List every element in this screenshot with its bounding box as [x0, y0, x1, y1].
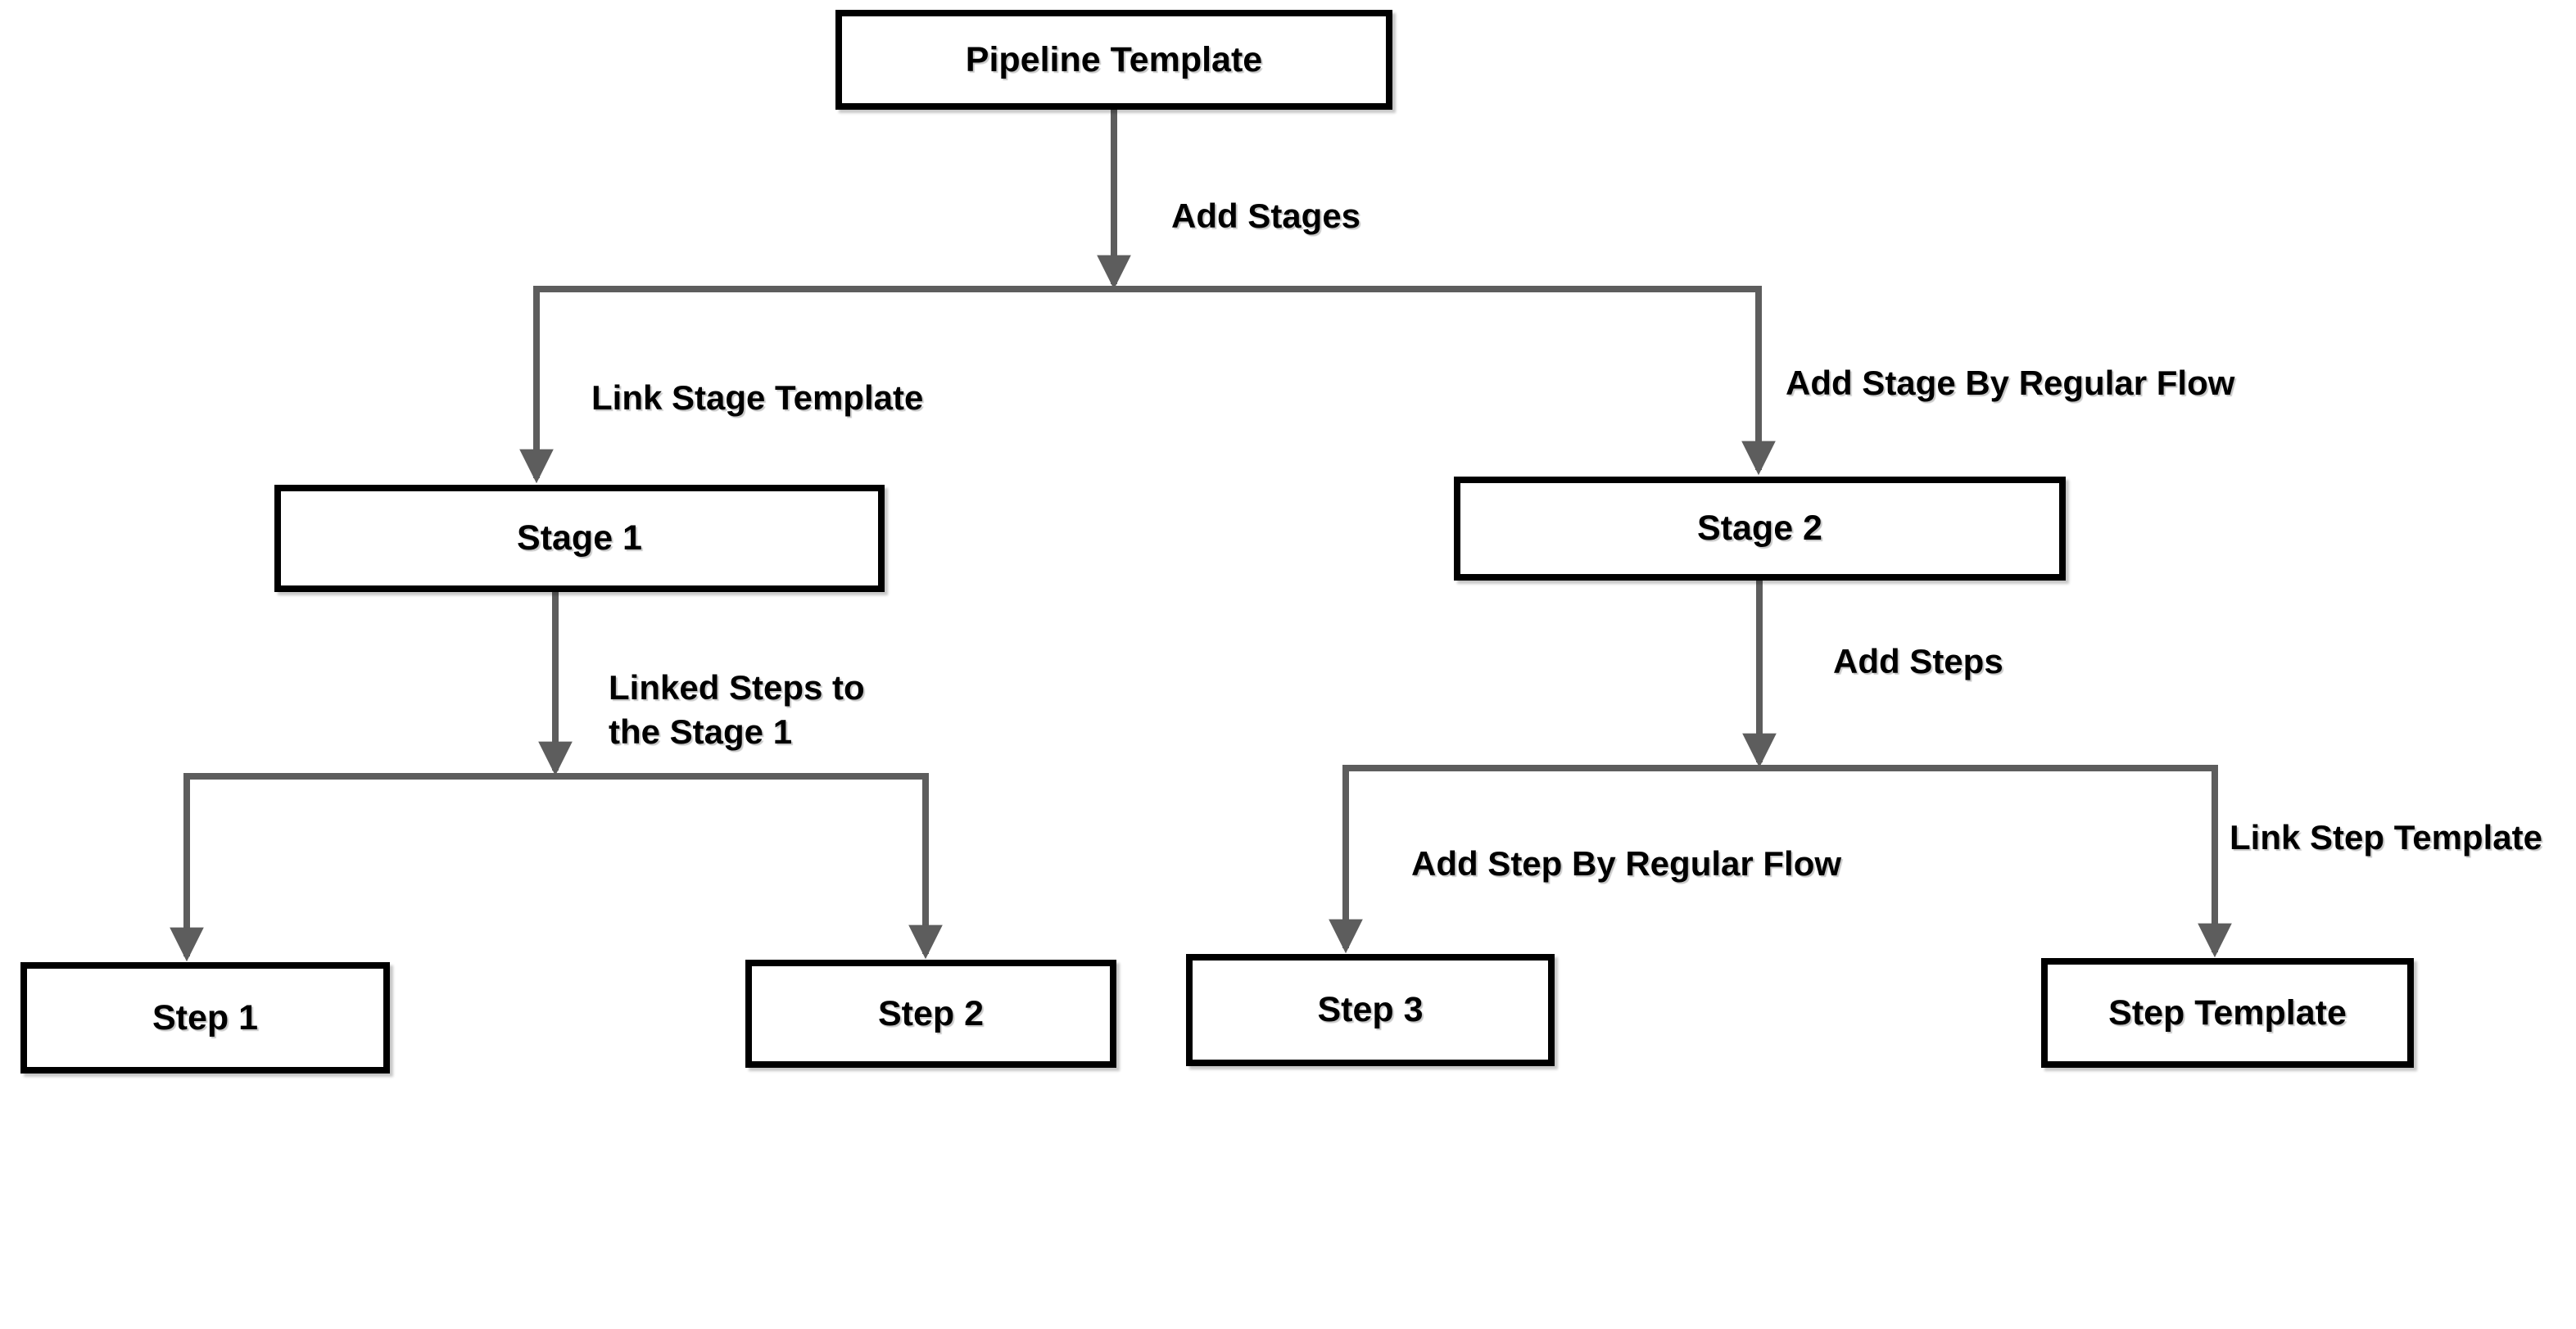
- edge-label-link-step-template: Link Step Template: [2230, 818, 2542, 857]
- node-stage-2-label: Stage 2: [1697, 509, 1822, 548]
- node-step-1-label: Step 1: [152, 997, 259, 1037]
- node-pipeline-template: Pipeline Template: [835, 10, 1392, 110]
- edge-junction-to-step-template: [1759, 765, 2232, 958]
- node-step-3-label: Step 3: [1317, 990, 1424, 1029]
- edge-label-link-stage-template: Link Stage Template: [591, 378, 924, 417]
- node-step-2: Step 2: [745, 960, 1116, 1068]
- node-stage-2: Stage 2: [1454, 477, 2066, 581]
- edge-junction-to-stage-2: [1114, 286, 1776, 476]
- edge-junction-to-stage-1: [519, 286, 1114, 484]
- edge-junction-to-step-1: [170, 773, 555, 962]
- edge-label-linked-steps-line1: Linked Steps to: [609, 668, 865, 707]
- edge-junction-to-step-2: [555, 773, 943, 960]
- node-step-template-label: Step Template: [2108, 992, 2347, 1033]
- edge-label-add-steps: Add Steps: [1833, 642, 2003, 680]
- edge-label-linked-steps-to-stage-1: Linked Steps to the Stage 1: [609, 666, 865, 754]
- edge-junction-to-step-3: [1329, 765, 1759, 954]
- node-pipeline-template-label: Pipeline Template: [965, 39, 1263, 79]
- node-step-2-label: Step 2: [877, 993, 985, 1033]
- node-stage-1-label: Stage 1: [517, 518, 642, 558]
- edge-label-add-step-by-regular-flow: Add Step By Regular Flow: [1411, 844, 1842, 883]
- node-step-template: Step Template: [2041, 958, 2414, 1068]
- edge-label-add-stages: Add Stages: [1171, 197, 1361, 235]
- edge-label-linked-steps-line2: the Stage 1: [609, 712, 793, 751]
- edge-label-add-stage-by-regular-flow: Add Stage By Regular Flow: [1786, 364, 2235, 402]
- node-step-1: Step 1: [20, 962, 390, 1074]
- node-step-3: Step 3: [1186, 954, 1555, 1066]
- node-stage-1: Stage 1: [274, 485, 885, 592]
